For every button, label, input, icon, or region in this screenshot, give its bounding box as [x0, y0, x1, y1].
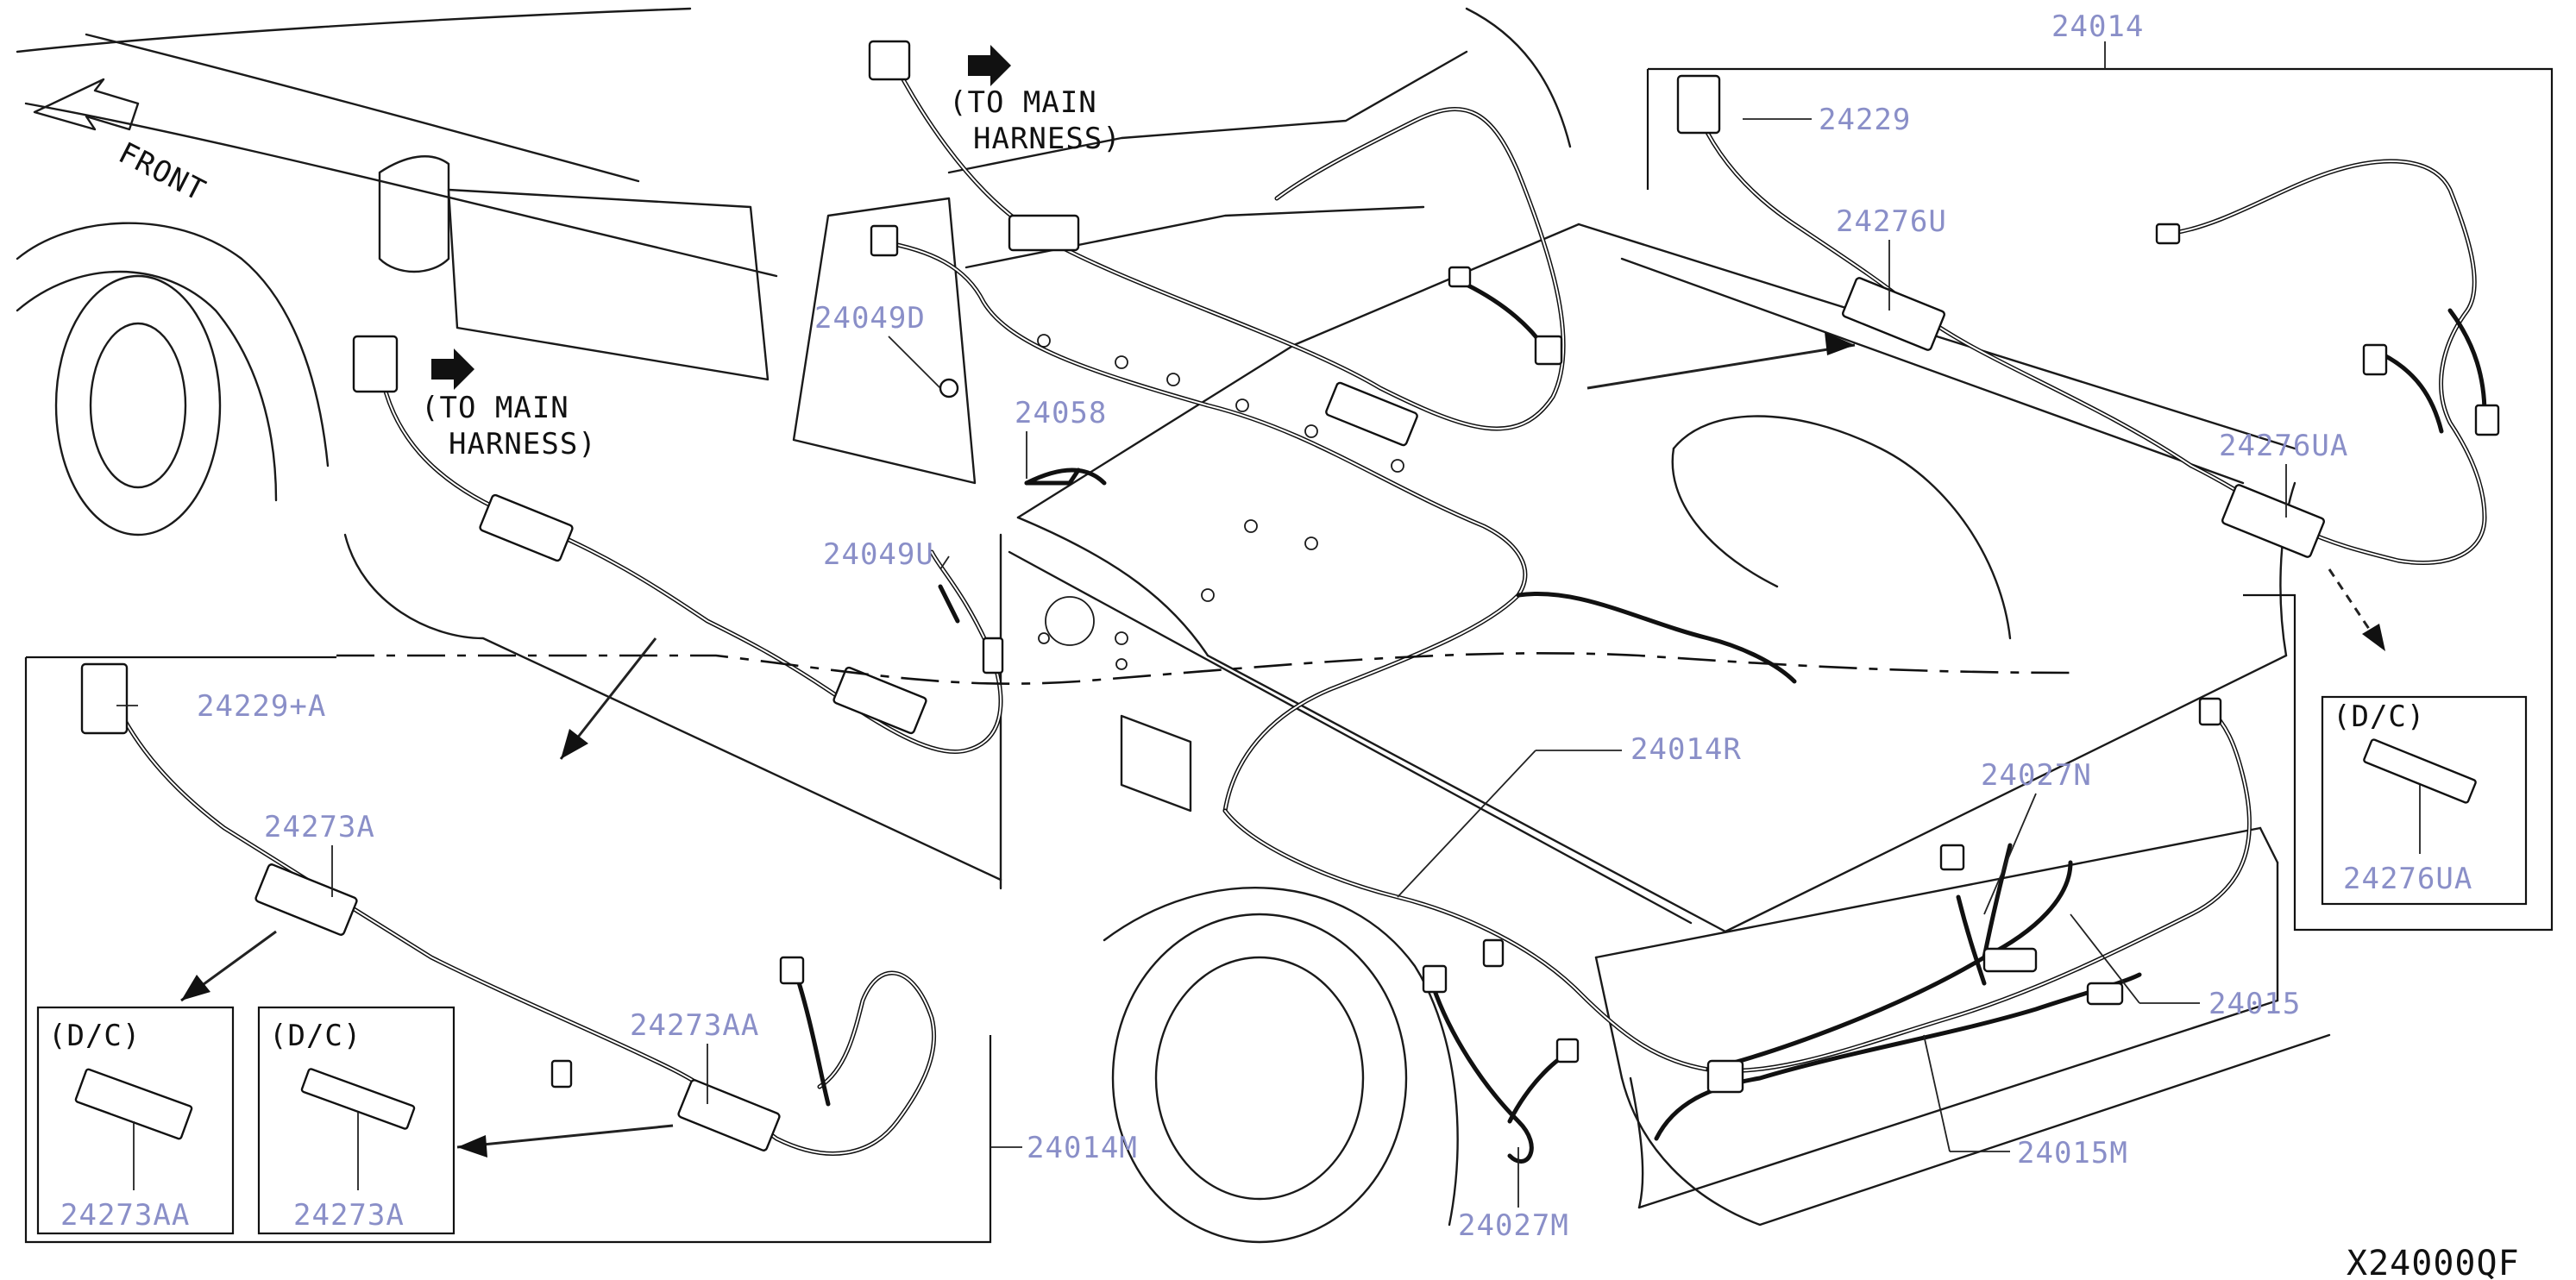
part-label-24014R: 24014R — [1630, 732, 1742, 767]
to-main-harness-arrow-upper — [968, 45, 1011, 86]
section-boundary-dashed — [336, 652, 2071, 685]
to-main-harness-line2: HARNESS) — [973, 122, 1122, 156]
dc-label-24276UA: (D/C) — [2333, 700, 2425, 734]
part-label-24058: 24058 — [1015, 396, 1107, 430]
front-label: FRONT — [113, 135, 211, 208]
part-label-24273A-dc: 24273A — [293, 1198, 405, 1233]
part-label-24273AA-dc: 24273AA — [60, 1198, 190, 1233]
dc-label-24273A: (D/C) — [269, 1019, 361, 1053]
part-label-24276UA-dc: 24276UA — [2343, 862, 2472, 896]
part-label-24027M: 24027M — [1458, 1208, 1569, 1243]
part-label-24049U: 24049U — [823, 537, 934, 572]
inset-24014 — [1646, 41, 2554, 932]
part-label-24229A: 24229+A — [197, 689, 326, 724]
to-main-harness-note-left: (TO MAIN HARNESS) — [421, 391, 597, 461]
part-label-24014M: 24014M — [1027, 1131, 1138, 1165]
cab-harness-upper — [868, 40, 1797, 813]
truck-body-outline — [16, 7, 2331, 1244]
diagram-code: X24000QF — [2347, 1244, 2520, 1280]
part-label-24014: 24014 — [2051, 9, 2144, 44]
part-label-24229: 24229 — [1819, 103, 1911, 137]
leader-lines — [116, 118, 2287, 1208]
rear-harness — [1222, 697, 2252, 1164]
to-main-harness-line1: (TO MAIN — [421, 391, 569, 425]
front-arrow-indicator: FRONT — [33, 78, 211, 209]
part-label-24015: 24015 — [2208, 987, 2301, 1021]
part-label-24027N: 24027N — [1981, 758, 2092, 793]
dc-label-24273AA: (D/C) — [48, 1019, 141, 1053]
to-main-harness-arrow-left — [431, 348, 474, 390]
to-main-harness-note-upper: (TO MAIN HARNESS) — [949, 85, 1122, 156]
part-label-24015M: 24015M — [2017, 1136, 2128, 1170]
part-label-24276UA: 24276UA — [2219, 429, 2348, 463]
to-main-harness-line2: HARNESS) — [449, 427, 597, 461]
to-main-harness-line1: (TO MAIN — [949, 85, 1097, 120]
left-side-harness — [352, 335, 1004, 754]
pointer-arrows — [180, 45, 2385, 1158]
inset-24014M — [24, 656, 1022, 1244]
part-label-24273AA: 24273AA — [630, 1008, 759, 1043]
part-label-24049D: 24049D — [814, 301, 926, 336]
part-label-24273A: 24273A — [264, 810, 375, 844]
part-label-24276U: 24276U — [1836, 204, 1947, 239]
